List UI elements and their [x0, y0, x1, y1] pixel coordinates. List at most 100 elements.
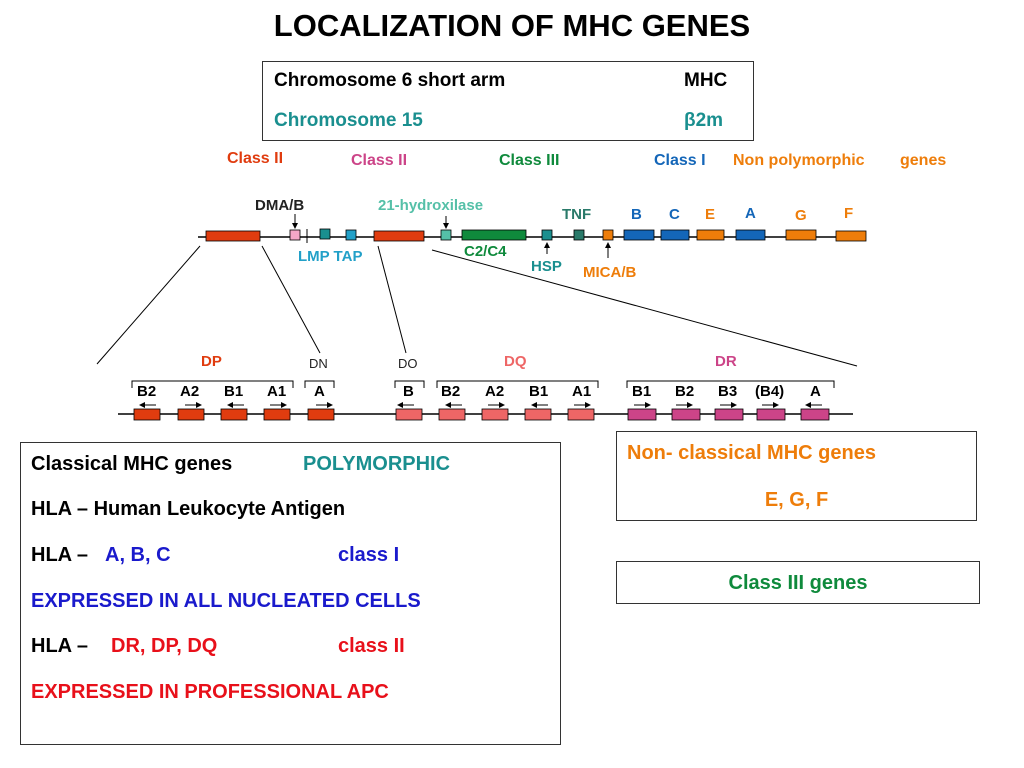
g-gene-label: G — [795, 207, 807, 224]
dr-b2-block — [671, 408, 701, 421]
lower-gene-label: A — [314, 383, 325, 400]
polymorphic-text: POLYMORPHIC — [303, 453, 451, 475]
dp-a1-block — [263, 408, 291, 421]
non-classical-mhc-box: Non- classical MHC genes E, G, F — [616, 431, 977, 521]
hla-f-block — [835, 230, 867, 242]
lower-gene-label: A2 — [180, 383, 200, 400]
hla-c-block — [660, 229, 690, 241]
classical-genes-text: Classical MHC genes — [31, 453, 233, 475]
class-ii-label-2: Class II — [351, 152, 408, 169]
chromosome-15-label: Chromosome 15 — [274, 110, 423, 131]
c2c4-block — [461, 229, 527, 241]
dq-bracket — [436, 380, 599, 388]
mica-b-label: MICA/B — [583, 264, 637, 281]
lower-gene-label: B2 — [675, 383, 695, 400]
dq-a2-block — [481, 408, 509, 421]
dn-bracket — [304, 380, 335, 388]
hla-class-i-prefix: HLA – — [31, 544, 89, 566]
hla-g-block — [785, 229, 817, 241]
dp-b1-block — [220, 408, 248, 421]
hydroxilase-block — [440, 229, 452, 241]
dma-b-label: DMA/B — [255, 197, 305, 214]
lower-gene-label: B1 — [529, 383, 549, 400]
class-ii-dp-block — [205, 230, 261, 242]
tap-block — [345, 229, 357, 241]
connector-4 — [431, 249, 858, 367]
dp-b2-block — [133, 408, 161, 421]
c-gene-label: C — [669, 206, 680, 223]
class-iii-genes-label: Class III genes — [728, 572, 868, 594]
lower-gene-label: (B4) — [755, 383, 785, 400]
dr-group-label: DR — [715, 353, 737, 370]
connector-2 — [261, 245, 321, 354]
expressed-apc-text: EXPRESSED IN PROFESSIONAL APC — [31, 681, 389, 703]
class-i-text: class I — [338, 544, 400, 566]
connector-3 — [377, 245, 407, 354]
page-title: LOCALIZATION OF MHC GENES — [273, 8, 751, 43]
class-i-label: Class I — [654, 152, 706, 169]
dq-b1-block — [524, 408, 552, 421]
b-gene-label: B — [631, 206, 642, 223]
beta2m-label: β2m — [684, 110, 724, 131]
hla-a-block — [735, 229, 766, 241]
hla-e-block — [696, 229, 725, 241]
lower-gene-label: B1 — [632, 383, 652, 400]
class-ii-text: class II — [338, 635, 405, 657]
genes-label: genes — [900, 152, 947, 169]
tnf-label: TNF — [562, 206, 592, 223]
mhc-label: MHC — [684, 70, 728, 91]
a-gene-label: A — [745, 205, 756, 222]
lower-gene-label: A — [810, 383, 821, 400]
hla-class-ii-prefix: HLA – — [31, 635, 89, 657]
tnf-block — [573, 229, 585, 241]
dn-group-label: DN — [309, 356, 328, 371]
class-iii-label: Class III — [499, 152, 560, 169]
lower-gene-label: B2 — [441, 383, 461, 400]
class-iii-genes-box: Class III genes — [616, 561, 980, 604]
dr-b3-block — [714, 408, 744, 421]
f-gene-label: F — [844, 205, 854, 222]
hla-b-block — [623, 229, 655, 241]
non-polymorphic-label: Non polymorphic — [733, 152, 865, 169]
non-classical-genes: E, G, F — [764, 489, 829, 511]
hla-class-ii-genes: DR, DP, DQ — [111, 635, 218, 657]
dp-bracket — [131, 380, 294, 388]
dq-group-label: DQ — [504, 353, 527, 370]
non-classical-title: Non- classical MHC genes — [627, 442, 876, 464]
dma-b-block — [289, 229, 301, 241]
hsp-label: HSP — [531, 258, 562, 275]
lower-gene-label: A1 — [267, 383, 287, 400]
hla-class-i-genes: A, B, C — [105, 544, 171, 566]
lower-gene-label: B — [403, 383, 414, 400]
lower-gene-label: B2 — [137, 383, 157, 400]
hydroxilase-label: 21-hydroxilase — [378, 197, 484, 214]
chromosome-box: Chromosome 6 short arm MHC Chromosome 15… — [262, 61, 754, 141]
lmp-block — [319, 228, 331, 240]
dq-b2-block — [438, 408, 466, 421]
do-b-block — [395, 408, 423, 421]
classical-mhc-box: Classical MHC genes POLYMORPHIC HLA – Hu… — [20, 442, 561, 745]
dn-a-block — [307, 408, 335, 421]
hla-definition-text: HLA – Human Leukocyte Antigen — [31, 498, 346, 520]
class-ii-label-1: Class II — [227, 150, 284, 167]
dq-a1-block — [567, 408, 595, 421]
dr-a-block — [800, 408, 830, 421]
connector-1 — [96, 245, 201, 365]
chromosome-6-label: Chromosome 6 short arm — [274, 70, 506, 91]
hsp-block — [541, 229, 553, 241]
lower-gene-label: B3 — [718, 383, 738, 400]
dp-a2-block — [177, 408, 205, 421]
expressed-nucleated-text: EXPRESSED IN ALL NUCLEATED CELLS — [31, 590, 421, 612]
dr-b4-block — [756, 408, 786, 421]
lower-gene-label: A2 — [485, 383, 505, 400]
dr-bracket — [626, 380, 835, 388]
c2c4-label: C2/C4 — [464, 243, 507, 260]
class-ii-dq-dr-block — [373, 230, 425, 242]
lower-gene-label: B1 — [224, 383, 244, 400]
dr-b1-block — [627, 408, 657, 421]
lower-gene-label: A1 — [572, 383, 592, 400]
e-gene-label: E — [705, 206, 716, 223]
do-group-label: DO — [398, 356, 418, 371]
mica-b-block — [602, 229, 614, 241]
lmp-tap-label: LMP TAP — [298, 248, 363, 265]
